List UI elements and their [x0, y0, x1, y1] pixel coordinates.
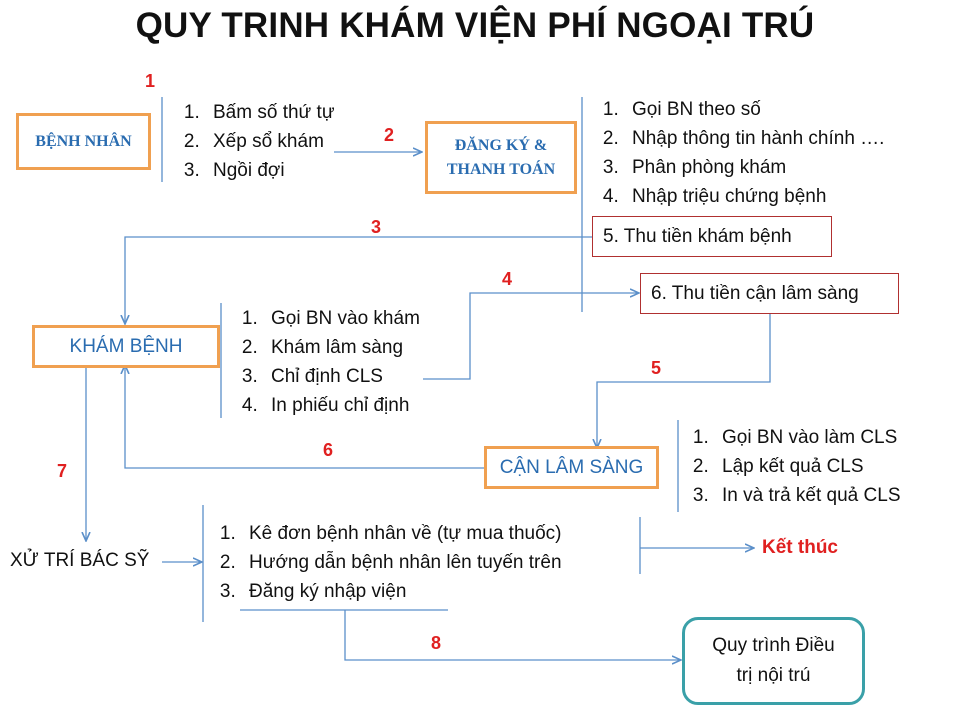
list-item: In phiếu chỉ định — [263, 391, 420, 420]
node-can-lam-sang: CẬN LÂM SÀNG — [484, 446, 659, 489]
node-noi-tru: Quy trình Điều trị nội trú — [682, 617, 865, 705]
page-title: QUY TRINH KHÁM VIỆN PHÍ NGOẠI TRÚ — [135, 6, 815, 45]
list-item: Xếp sổ khám — [205, 127, 335, 156]
node-label: 6. Thu tiền cận lâm sàng — [651, 282, 859, 304]
list-item: Khám lâm sàng — [263, 333, 420, 362]
list-item: Nhập thông tin hành chính …. — [624, 124, 884, 153]
step-number: 2 — [384, 125, 395, 145]
node-ket-thuc: Kết thúc — [762, 537, 838, 558]
list-benh-nhan: Bấm số thứ tự Xếp sổ khám Ngồi đợi — [168, 98, 335, 185]
node-label: trị nội trú — [736, 665, 811, 686]
list-item: Chỉ định CLS — [263, 362, 420, 391]
step-number: 1 — [145, 71, 156, 91]
step-number: 3 — [371, 217, 382, 237]
node-benh-nhan: BỆNH NHÂN — [16, 113, 151, 170]
node-xu-tri-bac-sy: XỬ TRÍ BÁC SỸ — [10, 550, 150, 571]
list-kham-benh: Gọi BN vào khám Khám lâm sàng Chỉ định C… — [226, 304, 420, 420]
list-item: Phân phòng khám — [624, 153, 884, 182]
list-can-lam-sang: Gọi BN vào làm CLS Lập kết quả CLS In và… — [677, 423, 901, 510]
list-item: Lập kết quả CLS — [714, 452, 901, 481]
list-item: Gọi BN vào làm CLS — [714, 423, 901, 452]
step-number: 4 — [502, 269, 513, 289]
node-kham-benh: KHÁM BỆNH — [32, 325, 220, 368]
node-dang-ky-thanh-toan: ĐĂNG KÝ & THANH TOÁN — [425, 121, 577, 194]
list-xu-tri: Kê đơn bệnh nhân về (tự mua thuốc) Hướng… — [204, 519, 562, 606]
list-item: Đăng ký nhập viện — [241, 577, 562, 606]
step-number: 6 — [323, 440, 334, 460]
step-number: 8 — [431, 633, 442, 653]
step-number: 5 — [651, 358, 662, 378]
arrow-5 — [597, 313, 771, 447]
list-item: Nhập triệu chứng bệnh — [624, 182, 884, 211]
list-item: Gọi BN vào khám — [263, 304, 420, 333]
node-thu-tien-kham: 5. Thu tiền khám bệnh — [592, 216, 832, 257]
step-number: 7 — [57, 461, 68, 481]
arrow-8 — [344, 610, 680, 660]
list-item: Kê đơn bệnh nhân về (tự mua thuốc) — [241, 519, 562, 548]
node-thu-tien-cls: 6. Thu tiền cận lâm sàng — [640, 273, 899, 314]
list-item: Ngồi đợi — [205, 156, 335, 185]
list-item: Hướng dẫn bệnh nhân lên tuyến trên — [241, 548, 562, 577]
list-item: In và trả kết quả CLS — [714, 481, 901, 510]
node-label: 5. Thu tiền khám bệnh — [603, 225, 792, 247]
list-item: Bấm số thứ tự — [205, 98, 335, 127]
list-dang-ky: Gọi BN theo số Nhập thông tin hành chính… — [587, 95, 884, 211]
arrow-4 — [423, 293, 638, 380]
node-label: CẬN LÂM SÀNG — [499, 456, 644, 478]
node-label: THANH TOÁN — [446, 160, 556, 178]
node-label: KHÁM BỆNH — [69, 335, 183, 357]
arrow-3 — [125, 236, 592, 323]
node-label: ĐĂNG KÝ & — [454, 136, 548, 154]
node-label: Quy trình Điều — [712, 635, 835, 656]
list-item: Gọi BN theo số — [624, 95, 884, 124]
arrow-6 — [125, 366, 484, 469]
node-label: BỆNH NHÂN — [35, 132, 132, 150]
